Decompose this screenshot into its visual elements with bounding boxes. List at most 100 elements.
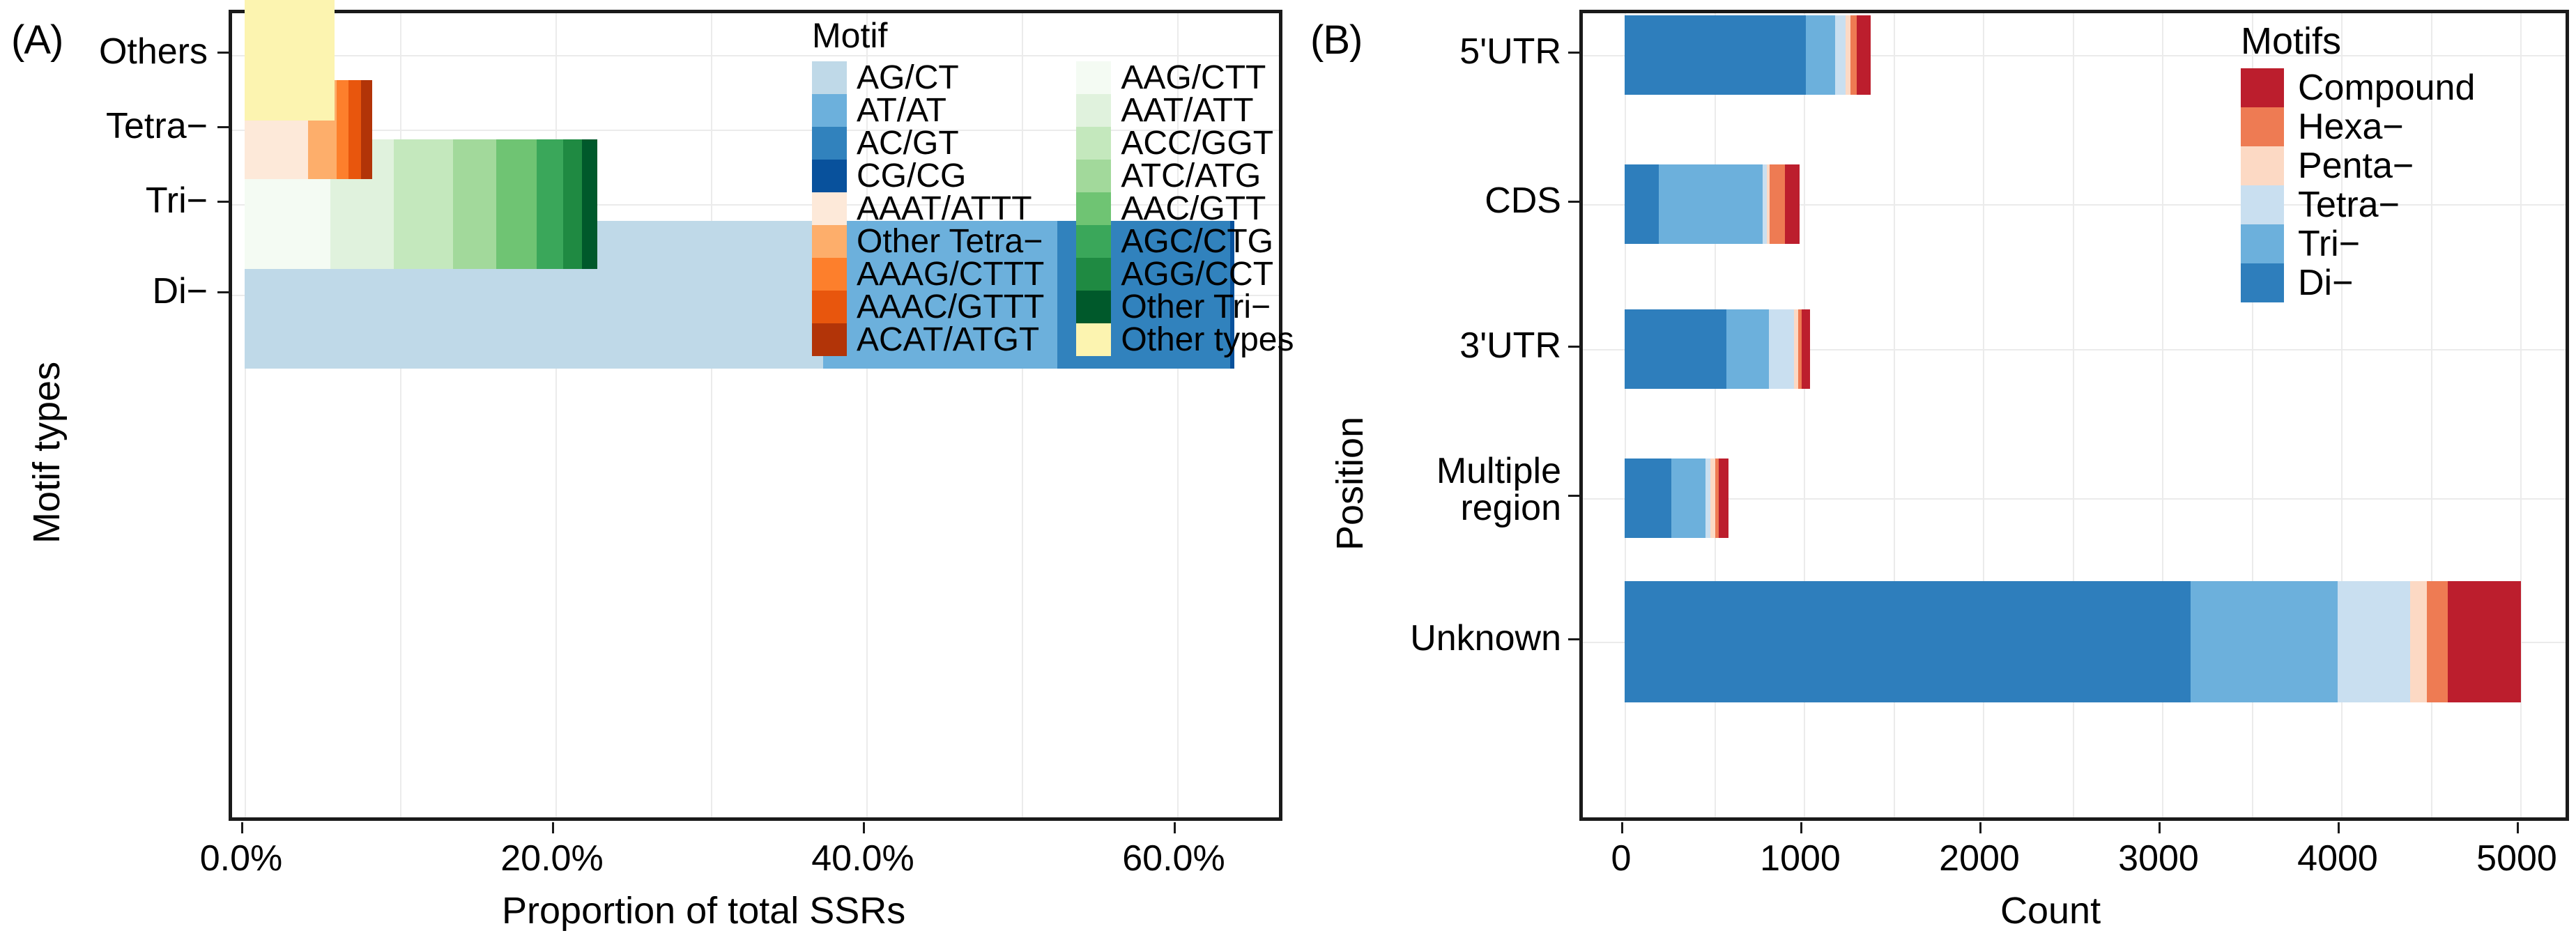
panel-a-legend-swatch-icon	[1076, 61, 1112, 94]
panel-b-legend-item[interactable]: Di−	[2241, 263, 2475, 302]
panel-a-bar-segment	[348, 80, 362, 179]
panel-b-legend-label: Tri−	[2298, 224, 2361, 264]
panel-b-plot-area	[1579, 10, 2569, 821]
panel-b-gridline-vertical	[2162, 13, 2163, 817]
panel-b-gridline-horizontal	[1583, 55, 2566, 56]
panel-b-bar-segment	[1718, 459, 1729, 538]
panel-b-ytick-multiple: Multiple region	[1436, 451, 1561, 529]
panel-b-bar-segment	[2337, 581, 2410, 702]
panel-a-bar-segment	[496, 139, 537, 269]
panel-a-x-axis-title: Proportion of total SSRs	[502, 890, 906, 932]
panel-b-xtickmark-2000	[1979, 822, 1981, 833]
panel-a-legend-swatch-icon	[1076, 323, 1112, 356]
panel-b-gridline-vertical	[2341, 13, 2343, 817]
panel-a-legend-item[interactable]: Other types	[1076, 323, 1294, 356]
panel-a-legend-swatch-icon	[812, 258, 847, 291]
panel-b-gridline-vertical	[1714, 13, 1716, 817]
panel-b-bar-segment	[1768, 309, 1794, 389]
panel-a-legend-item[interactable]: AT/AT	[812, 93, 1044, 127]
panel-a-legend-item[interactable]: CG/CG	[812, 157, 1044, 194]
panel-a-gridline-vertical	[1022, 13, 1023, 817]
panel-b-gridline-vertical	[1983, 13, 1984, 817]
panel-b-legend-item[interactable]: Penta−	[2241, 146, 2475, 185]
panel-a-gridline-vertical	[400, 13, 401, 817]
panel-a-gridline-vertical	[555, 13, 557, 817]
panel-a-legend-label: AC/GT	[857, 124, 959, 162]
panel-b-legend-swatch-icon	[2241, 68, 2284, 107]
panel-a-legend-item[interactable]: AAAC/GTTT	[812, 288, 1045, 325]
panel-b-gridline-horizontal	[1583, 498, 2566, 500]
panel-a-bar-segment	[361, 80, 372, 179]
panel-b-legend-label: Tetra−	[2298, 185, 2400, 225]
panel-a-legend-label: Other types	[1121, 321, 1294, 358]
panel-b-bar-segment	[1767, 164, 1770, 244]
panel-a-legend-item[interactable]: AAT/ATT	[1076, 93, 1294, 127]
panel-a-gridline-horizontal	[232, 55, 1279, 56]
panel-a-legend-item[interactable]: AAC/GTT	[1076, 192, 1294, 225]
panel-b-legend-label: Hexa−	[2298, 107, 2404, 147]
panel-b-legend-label: Di−	[2298, 263, 2354, 303]
panel-b-bar-segment	[1625, 309, 1727, 389]
panel-b-bar-segment	[1658, 164, 1763, 244]
panel-b-bar-segment	[1726, 309, 1769, 389]
panel-a-legend-title: Motif	[812, 16, 888, 55]
panel-b-ytick-3utr: 3'UTR	[1459, 325, 1561, 366]
panel-b-bar-segment	[1802, 309, 1810, 389]
panel-a-legend-item[interactable]: AGG/CCT	[1076, 257, 1294, 291]
panel-b-legend-item[interactable]: Compound	[2241, 68, 2475, 107]
panel-a-legend-label: Other Tri−	[1121, 288, 1271, 325]
panel-a-legend-label: AAAG/CTTT	[857, 255, 1045, 293]
panel-b-bar-segment	[1856, 15, 1871, 95]
panel-b-legend-item[interactable]: Tetra−	[2241, 185, 2475, 224]
panel-b-xtickmark-0	[1621, 822, 1623, 833]
panel-b-gridline-vertical	[1625, 13, 1626, 817]
panel-a-legend-item[interactable]: AC/GT	[812, 124, 1044, 162]
panel-b-bar-segment	[1784, 164, 1800, 244]
panel-a-legend-item[interactable]: ACC/GGT	[1076, 126, 1294, 160]
panel-b-bar	[1625, 581, 2522, 702]
panel-b-bar-segment	[1762, 164, 1768, 244]
panel-a-legend-item[interactable]: AAAG/CTTT	[812, 255, 1045, 293]
panel-a-xtick-60: 60.0%	[1122, 838, 1225, 879]
panel-a-legend-swatch-icon	[812, 323, 847, 356]
panel-a-legend-item[interactable]: ACAT/ATGT	[812, 323, 1044, 356]
panel-a-ytick-tri: Tri−	[145, 180, 208, 221]
panel-a-bar-segment	[394, 139, 453, 269]
panel-b-bar	[1625, 15, 1871, 95]
panel-a-ytick-others: Others	[98, 31, 208, 72]
panel-b-legend-swatch-icon	[2241, 107, 2284, 146]
panel-b-gridline-vertical	[1804, 13, 1805, 817]
panel-a-legend-item[interactable]: AAG/CTT	[1076, 61, 1294, 94]
panel-a-legend-label: AAAC/GTTT	[857, 288, 1045, 325]
panel-a-legend-label: ATC/ATG	[1121, 157, 1262, 194]
panel-b-legend-swatch-icon	[2241, 185, 2284, 224]
panel-b-bar	[1625, 309, 1810, 389]
panel-a-bar-segment	[245, 0, 335, 121]
panel-b-gridline-horizontal	[1583, 349, 2566, 350]
panel-a-legend-item[interactable]: Other Tri−	[1076, 288, 1294, 325]
panel-a-legend-item[interactable]: ATC/ATG	[1076, 157, 1294, 194]
panel-a-legend-item[interactable]: Other Tetra−	[812, 224, 1044, 258]
panel-b-gridline-vertical	[2520, 13, 2522, 817]
panel-a-legend-item[interactable]: AAAT/ATTT	[812, 192, 1044, 225]
panel-a-ytickmark-tetra	[217, 126, 229, 128]
panel-a-bar-segment	[537, 139, 564, 269]
panel-b-bar-segment	[1834, 15, 1846, 95]
panel-b-legend-item[interactable]: Hexa−	[2241, 107, 2475, 146]
panel-a-xtickmark-0	[241, 822, 243, 833]
panel-a-legend-item[interactable]: AGC/CTG	[1076, 224, 1294, 258]
panel-b-bar-segment	[2427, 581, 2448, 702]
panel-a-bar-segment	[336, 80, 349, 179]
panel-b-legend-item[interactable]: Tri−	[2241, 224, 2475, 263]
panel-a-legend-swatch-icon	[1076, 291, 1112, 323]
panel-b-ytickmark-unknown	[1568, 638, 1579, 640]
panel-b-legend-swatch-icon	[2241, 263, 2284, 302]
panel-a-bar-segment	[581, 139, 598, 269]
panel-a-legend-label: CG/CG	[857, 157, 967, 194]
panel-b-gridline-vertical	[2072, 13, 2074, 817]
panel-b-bar-segment	[1671, 459, 1705, 538]
panel-a-legend-item[interactable]: AG/CT	[812, 61, 1044, 94]
panel-a-bar-segment	[452, 139, 497, 269]
